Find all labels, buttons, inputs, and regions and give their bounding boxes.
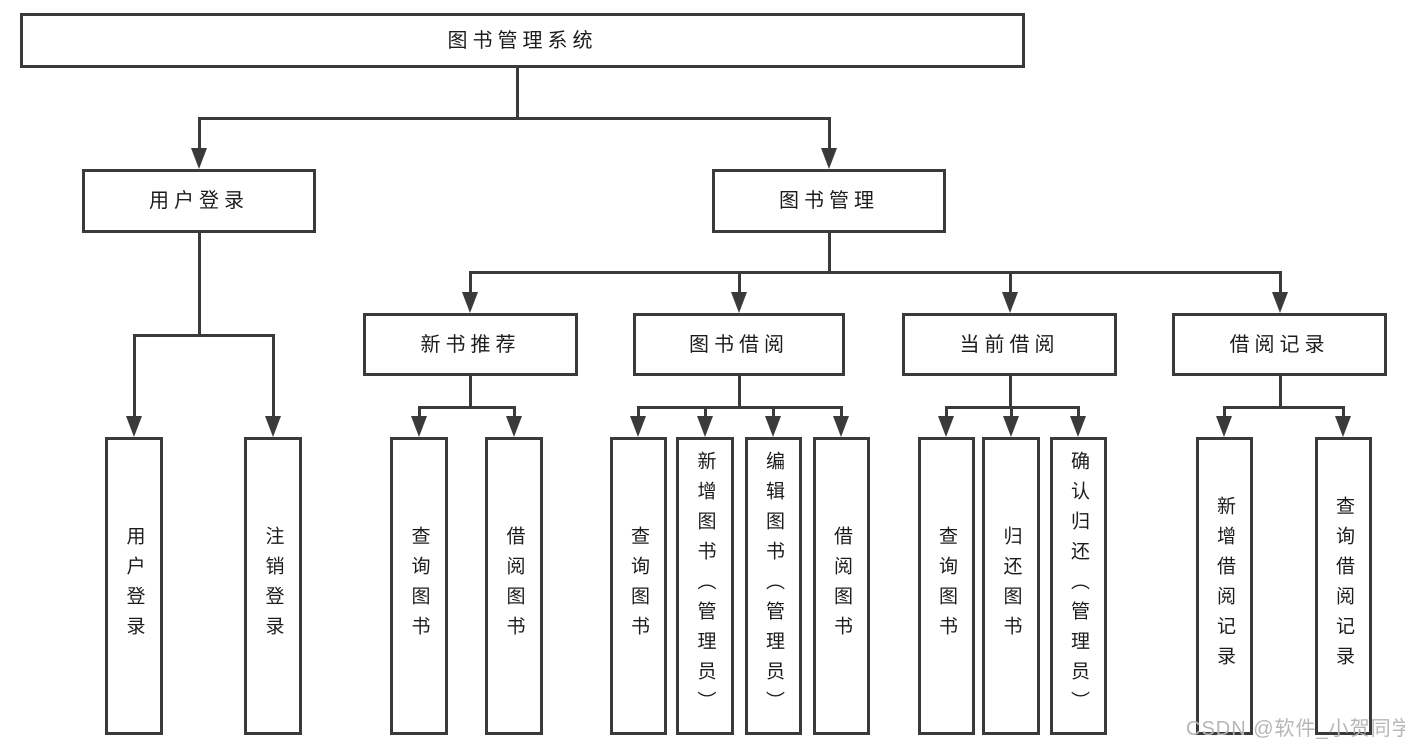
edge-stem-records-add [1223, 406, 1226, 422]
arrowhead-borrow-add [697, 416, 713, 437]
leaf-add-books-admin: 新增图书（管理员） [676, 437, 734, 735]
leaf-user-login: 用户登录 [105, 437, 163, 735]
arrowhead-leaf-logout [265, 416, 281, 437]
leaf-borrow-query-books: 查询图书 [610, 437, 667, 735]
node-root-system: 图书管理系统 [20, 13, 1025, 68]
edge-stem-current-confirm [1077, 406, 1080, 422]
arrowhead-current-borrow [1002, 292, 1018, 313]
leaf-confirm-return-admin: 确认归还（管理员） [1050, 437, 1107, 735]
edge-stem-current-borrow [1009, 271, 1012, 298]
edge-stem-borrow-add [704, 406, 707, 422]
edge-borrow-stem [738, 376, 741, 409]
arrowhead-borrow-edit [765, 416, 781, 437]
arrowhead-current-confirm [1070, 416, 1086, 437]
edge-stem-recommend-query [418, 406, 421, 422]
edge-stem-book-borrow [738, 271, 741, 298]
leaf-logout: 注销登录 [244, 437, 302, 735]
edge-level3-hline [469, 271, 1282, 274]
arrowhead-borrow-borrow [833, 416, 849, 437]
edge-stem-borrow-query [637, 406, 640, 422]
arrowhead-records-query [1335, 416, 1351, 437]
edge-level2-hline [198, 117, 831, 120]
edge-stem-recommend-borrow [513, 406, 516, 422]
arrowhead-book-management [821, 148, 837, 169]
arrowhead-records-add [1216, 416, 1232, 437]
edge-stem-user-login [198, 117, 201, 154]
edge-stem-borrow-records [1279, 271, 1282, 298]
leaf-add-borrow-record: 新增借阅记录 [1196, 437, 1253, 735]
node-user-login: 用户登录 [82, 169, 316, 233]
edge-records-stem [1279, 376, 1282, 409]
leaf-recommend-query-books: 查询图书 [390, 437, 448, 735]
leaf-query-borrow-record: 查询借阅记录 [1315, 437, 1372, 735]
arrowhead-current-query [938, 416, 954, 437]
edge-root-stem [516, 66, 519, 119]
edge-stem-current-query [945, 406, 948, 422]
csdn-watermark: CSDN @软件_小贺同学 [1186, 718, 1405, 740]
arrowhead-current-return [1003, 416, 1019, 437]
edge-stem-borrow-borrow [840, 406, 843, 422]
arrowhead-recommend-query [411, 416, 427, 437]
arrowhead-book-borrow [731, 292, 747, 313]
arrowhead-borrow-records [1272, 292, 1288, 313]
node-book-borrow: 图书借阅 [633, 313, 845, 376]
node-new-book-recommend: 新书推荐 [363, 313, 578, 376]
edge-stem-book-management [828, 117, 831, 154]
edge-stem-records-query [1342, 406, 1345, 422]
edge-current-stem [1009, 376, 1012, 409]
leaf-edit-books-admin: 编辑图书（管理员） [745, 437, 802, 735]
edge-stem-leaf-login [133, 334, 136, 422]
leaf-return-books: 归还图书 [982, 437, 1040, 735]
edge-user-login-stem [198, 233, 201, 337]
leaf-recommend-borrow-books: 借阅图书 [485, 437, 543, 735]
arrowhead-recommend-borrow [506, 416, 522, 437]
node-borrow-records: 借阅记录 [1172, 313, 1387, 376]
edge-recommend-stem [469, 376, 472, 409]
edge-records-hline [1223, 406, 1345, 409]
edge-stem-new-book-recommend [469, 271, 472, 298]
edge-stem-leaf-logout [272, 334, 275, 422]
edge-stem-borrow-edit [772, 406, 775, 422]
arrowhead-borrow-query [630, 416, 646, 437]
node-current-borrow: 当前借阅 [902, 313, 1117, 376]
edge-stem-current-return [1010, 406, 1013, 422]
edge-book-management-stem [828, 233, 831, 274]
edge-user-login-hline [133, 334, 275, 337]
arrowhead-leaf-login [126, 416, 142, 437]
node-book-management: 图书管理 [712, 169, 946, 233]
leaf-current-query-books: 查询图书 [918, 437, 975, 735]
edge-recommend-hline [418, 406, 516, 409]
leaf-borrow-books: 借阅图书 [813, 437, 870, 735]
arrowhead-new-book-recommend [462, 292, 478, 313]
arrowhead-user-login [191, 148, 207, 169]
edge-borrow-hline [637, 406, 843, 409]
